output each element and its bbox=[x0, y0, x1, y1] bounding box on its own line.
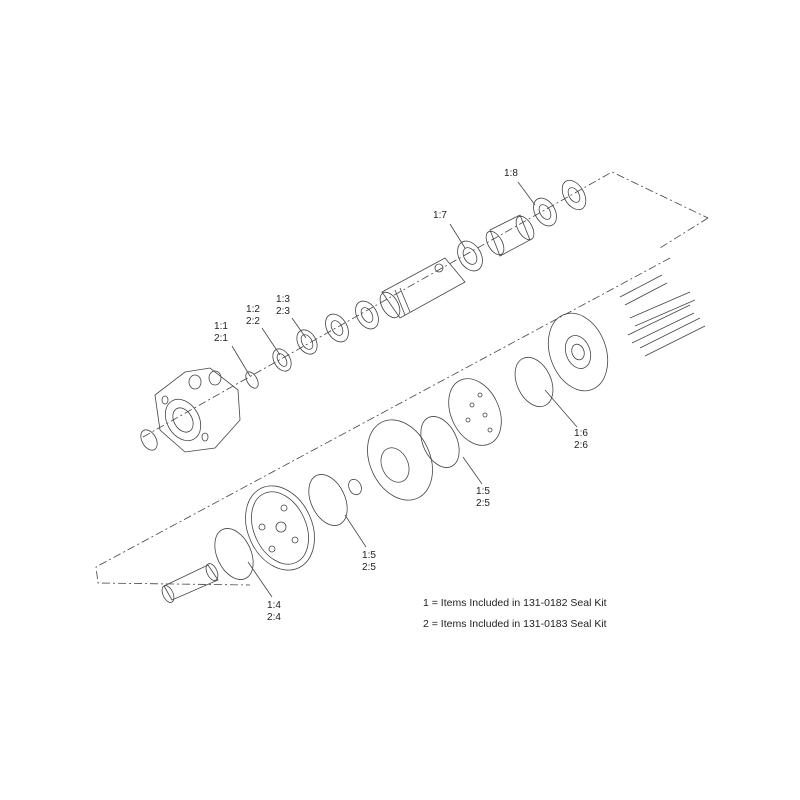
callout-text: 1:6 bbox=[574, 428, 588, 439]
bolt-set bbox=[619, 274, 706, 357]
callout-text: 1:3 bbox=[276, 294, 290, 305]
thrust-bearing bbox=[355, 300, 379, 330]
callout-text: 1:5 bbox=[362, 550, 376, 561]
assembly-axis-line bbox=[95, 257, 671, 586]
wear-plate bbox=[245, 485, 315, 571]
bushing bbox=[485, 214, 535, 257]
callout-text: 2:3 bbox=[276, 306, 290, 317]
valve-plate bbox=[448, 378, 502, 446]
shaft-seal bbox=[533, 197, 557, 227]
callout-1-7: 1:7 bbox=[433, 210, 447, 222]
coupling bbox=[348, 478, 362, 496]
o-ring bbox=[214, 528, 254, 580]
seal-ring bbox=[300, 334, 314, 350]
callout-text: 2:5 bbox=[362, 562, 376, 573]
callout-1-1: 1:1 2:1 bbox=[214, 321, 228, 345]
gerotor-set bbox=[367, 419, 433, 501]
leader-line bbox=[462, 456, 483, 485]
legend-seal-kit-1: 1 = Items Included in 131-0182 Seal Kit bbox=[423, 597, 607, 609]
o-ring bbox=[308, 474, 348, 526]
callout-1-6: 1:6 2:6 bbox=[574, 428, 588, 452]
callout-text: 2:1 bbox=[214, 333, 228, 344]
o-ring bbox=[140, 429, 158, 451]
leader-line bbox=[544, 389, 578, 428]
end-cover bbox=[547, 312, 609, 392]
output-shaft bbox=[379, 257, 466, 319]
legend-seal-kit-2: 2 = Items Included in 131-0183 Seal Kit bbox=[423, 618, 607, 630]
callout-text: 2:2 bbox=[246, 316, 260, 327]
leader-line bbox=[449, 223, 466, 249]
o-ring bbox=[514, 356, 554, 408]
callout-text: 1:5 bbox=[476, 486, 490, 497]
thrust-bearing bbox=[567, 187, 581, 203]
callout-text: 1:1 bbox=[214, 321, 228, 332]
callout-1-3: 1:3 2:3 bbox=[276, 294, 290, 318]
callout-text: 1:4 bbox=[267, 600, 281, 611]
thrust-bearing bbox=[360, 307, 374, 323]
o-ring bbox=[420, 416, 460, 468]
drive-link bbox=[161, 563, 219, 603]
callout-text: 1:2 bbox=[246, 304, 260, 315]
callout-text: 2:6 bbox=[574, 440, 588, 451]
seal-ring bbox=[296, 329, 318, 355]
callout-text: 2:5 bbox=[476, 498, 490, 509]
motor-housing bbox=[154, 367, 241, 453]
leader-line bbox=[344, 514, 367, 548]
thrust-washer bbox=[330, 320, 344, 336]
seal-ring bbox=[276, 353, 288, 367]
leader-line bbox=[231, 345, 251, 377]
callout-1-2: 1:2 2:2 bbox=[246, 304, 260, 328]
callout-1-4: 1:4 2:4 bbox=[267, 600, 281, 624]
callout-1-5-upper: 1:5 2:5 bbox=[476, 486, 490, 510]
thrust-washer bbox=[325, 313, 349, 343]
assembly-axis-line bbox=[142, 171, 709, 438]
leader-line bbox=[517, 181, 536, 206]
callout-text: 2:4 bbox=[267, 612, 281, 623]
needle-bearing bbox=[457, 240, 483, 272]
leader-line bbox=[247, 561, 273, 598]
seal-ring bbox=[272, 348, 292, 372]
needle-bearing bbox=[462, 247, 478, 265]
callout-1-5-lower: 1:5 2:5 bbox=[362, 550, 376, 574]
thrust-bearing bbox=[561, 179, 587, 211]
callout-text: 1:7 bbox=[433, 210, 447, 221]
callout-1-8: 1:8 bbox=[504, 168, 518, 180]
callout-text: 1:8 bbox=[504, 168, 518, 179]
leader-line bbox=[261, 327, 281, 356]
seal-ring bbox=[245, 371, 259, 389]
shaft-seal bbox=[538, 204, 552, 220]
